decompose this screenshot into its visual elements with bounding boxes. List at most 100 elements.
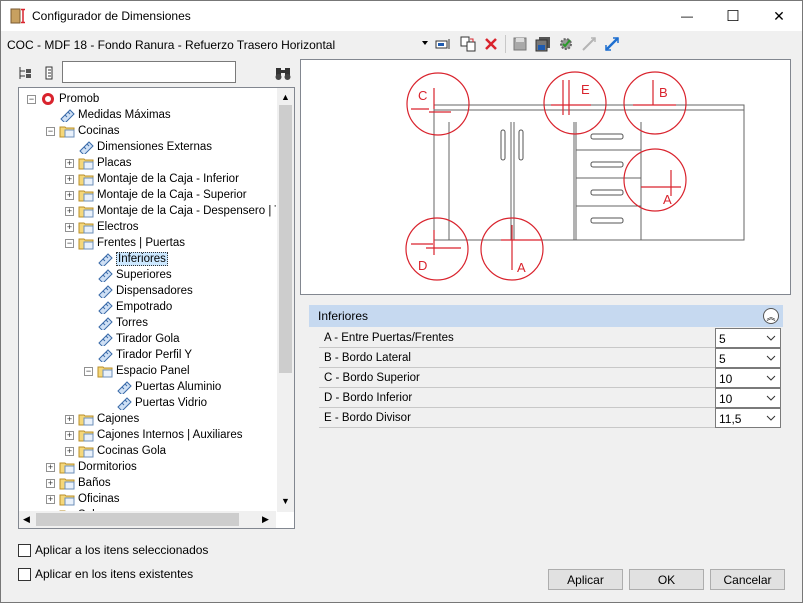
scroll-left-icon[interactable]: ◀ [23,514,30,524]
measure-button[interactable] [603,35,621,53]
tree-node[interactable]: Tirador Perfil Y [97,347,192,364]
save-as-button[interactable] [534,35,552,53]
tree-node[interactable]: Empotrado [97,299,172,316]
tree-node[interactable]: Torres [97,315,148,332]
property-value-select[interactable]: 11,5 [715,408,781,428]
tree-node[interactable]: Montaje de la Caja - Superior [78,187,247,203]
tree-node[interactable]: Espacio Panel [97,363,190,379]
tree-node[interactable]: Cajones Internos | Auxiliares [78,427,243,443]
expand-node-icon[interactable]: + [46,494,55,504]
ok-button[interactable]: OK [629,569,704,590]
tree-node[interactable]: Puertas Aluminio [116,379,221,396]
apply-existing-checkbox[interactable] [18,567,31,581]
search-input[interactable] [62,61,236,83]
expand-tree-button[interactable] [17,65,33,81]
expand-node-icon[interactable]: + [65,430,74,440]
save-button[interactable] [511,35,529,53]
tree-node[interactable]: Dispensadores [97,283,193,300]
tree-horizontal-scrollbar[interactable]: ◀ ▶ [19,511,276,528]
collapse-section-button[interactable]: ︽ [763,308,779,324]
cancel-button[interactable]: Cancelar [710,569,785,590]
expand-node-icon[interactable]: + [46,478,55,488]
tree-node[interactable]: Placas [78,155,132,171]
apply-button[interactable]: Aplicar [548,569,623,590]
tree-node[interactable]: Superiores [97,267,172,284]
tree-node[interactable]: Medidas Máximas [59,107,171,124]
minimize-button[interactable]: — [664,1,710,31]
expand-node-icon[interactable]: + [65,206,74,216]
tree-node[interactable]: Tirador Gola [97,331,180,348]
collapse-node-icon[interactable]: − [65,238,74,248]
property-value-select[interactable]: 10 [715,388,781,408]
expand-node-icon[interactable]: + [65,158,74,168]
expand-node-icon[interactable]: + [65,446,74,456]
property-value-select[interactable]: 10 [715,368,781,388]
close-button[interactable]: ✕ [756,1,802,31]
apply-selected-option[interactable]: Aplicar a los itens seleccionados [18,542,208,558]
tree-node[interactable]: Promob [40,91,99,107]
tree-node[interactable]: Puertas Vidrio [116,395,208,412]
tree-node-label: Cajones [97,413,140,425]
tree-node[interactable]: Baños [59,475,111,491]
tree-node[interactable]: Dormitorios [59,459,137,475]
tree-node[interactable]: Electros [78,219,139,235]
tree-vertical-scrollbar[interactable]: ▲ ▼ [277,88,294,512]
search-button[interactable] [274,65,292,81]
expand-node-icon[interactable]: + [46,462,55,472]
delete-config-button[interactable] [482,35,500,53]
tree-node-label: Montaje de la Caja - Superior [97,189,247,201]
apply-existing-option[interactable]: Aplicar en los itens existentes [18,566,193,582]
ruler-icon [116,396,133,412]
dimension-arrow-icon [605,37,619,51]
dimension-app-icon [10,8,25,24]
tree-node[interactable]: Inferiores [97,251,168,268]
expand-node-icon[interactable]: + [65,190,74,200]
promob-logo-icon [40,92,57,106]
title-bar: Configurador de Dimensiones — ☐ ✕ [1,1,802,31]
tree-node[interactable]: Cocinas Gola [78,443,166,459]
folder-icon [78,172,95,186]
apply-selected-checkbox[interactable] [18,543,31,557]
maximize-button[interactable]: ☐ [710,1,756,31]
tree-node[interactable]: Montaje de la Caja - Despensero | To [78,203,276,219]
callout-label: A [663,192,672,207]
tree-node-label: Puertas Vidrio [135,397,208,409]
tree-node-label: Baños [78,477,111,489]
ruler-icon [78,140,95,156]
collapse-node-icon[interactable]: − [46,126,55,136]
tree-expand-icon [19,67,31,79]
scroll-up-icon[interactable]: ▲ [281,92,290,102]
folder-icon [78,204,95,218]
property-value: 10 [719,372,733,386]
config-selector[interactable]: COC - MDF 18 - Fondo Ranura - Refuerzo T… [7,38,336,52]
vertical-scroll-thumb[interactable] [279,105,292,373]
collapse-node-icon[interactable]: − [84,366,93,376]
tree-node[interactable]: Cajones [78,411,139,427]
property-value-select[interactable]: 5 [715,328,781,348]
tree-node[interactable]: Cocinas [59,123,120,139]
copy-config-button[interactable] [459,35,477,53]
apply-selected-label: Aplicar a los itens seleccionados [35,543,209,557]
scroll-down-icon[interactable]: ▼ [281,496,290,506]
collapse-tree-button[interactable] [41,65,57,81]
rename-config-button[interactable] [434,35,452,53]
tree-node[interactable]: Montaje de la Caja - Inferior [78,171,239,187]
measure-disabled-button[interactable] [580,35,598,53]
expand-node-icon[interactable]: + [65,414,74,424]
tree-node[interactable]: Dimensiones Externas [78,139,212,156]
settings-button[interactable] [557,35,575,53]
tree-node-label: Dormitorios [78,461,137,473]
tree-node[interactable]: Frentes | Puertas [78,235,185,251]
collapse-node-icon[interactable]: − [27,94,36,104]
tree-node[interactable]: Oficinas [59,491,120,507]
expand-node-icon[interactable]: + [65,174,74,184]
property-value-select[interactable]: 5 [715,348,781,368]
property-row: C - Bordo Superior 10 [319,368,781,388]
chevron-down-icon[interactable] [422,41,428,45]
expand-node-icon[interactable]: + [65,222,74,232]
callout-label: E [581,82,590,97]
horizontal-scroll-thumb[interactable] [36,513,239,526]
property-value: 5 [719,352,726,366]
callout-label: C [418,88,427,103]
scroll-right-icon[interactable]: ▶ [262,514,269,524]
